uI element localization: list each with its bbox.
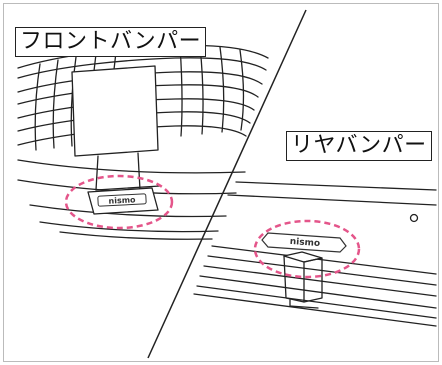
front-bumper-illustration <box>18 46 268 240</box>
front-bumper-label: フロントバンパー <box>15 27 206 57</box>
rear-bumper-label: リヤバンパー <box>286 131 432 161</box>
front-emblem: nismo <box>98 194 146 206</box>
rear-emblem-text: nismo <box>289 237 320 249</box>
rear-bumper-illustration <box>194 182 436 326</box>
front-emblem-text: nismo <box>108 195 136 205</box>
rear-emblem: nismo <box>262 233 346 252</box>
